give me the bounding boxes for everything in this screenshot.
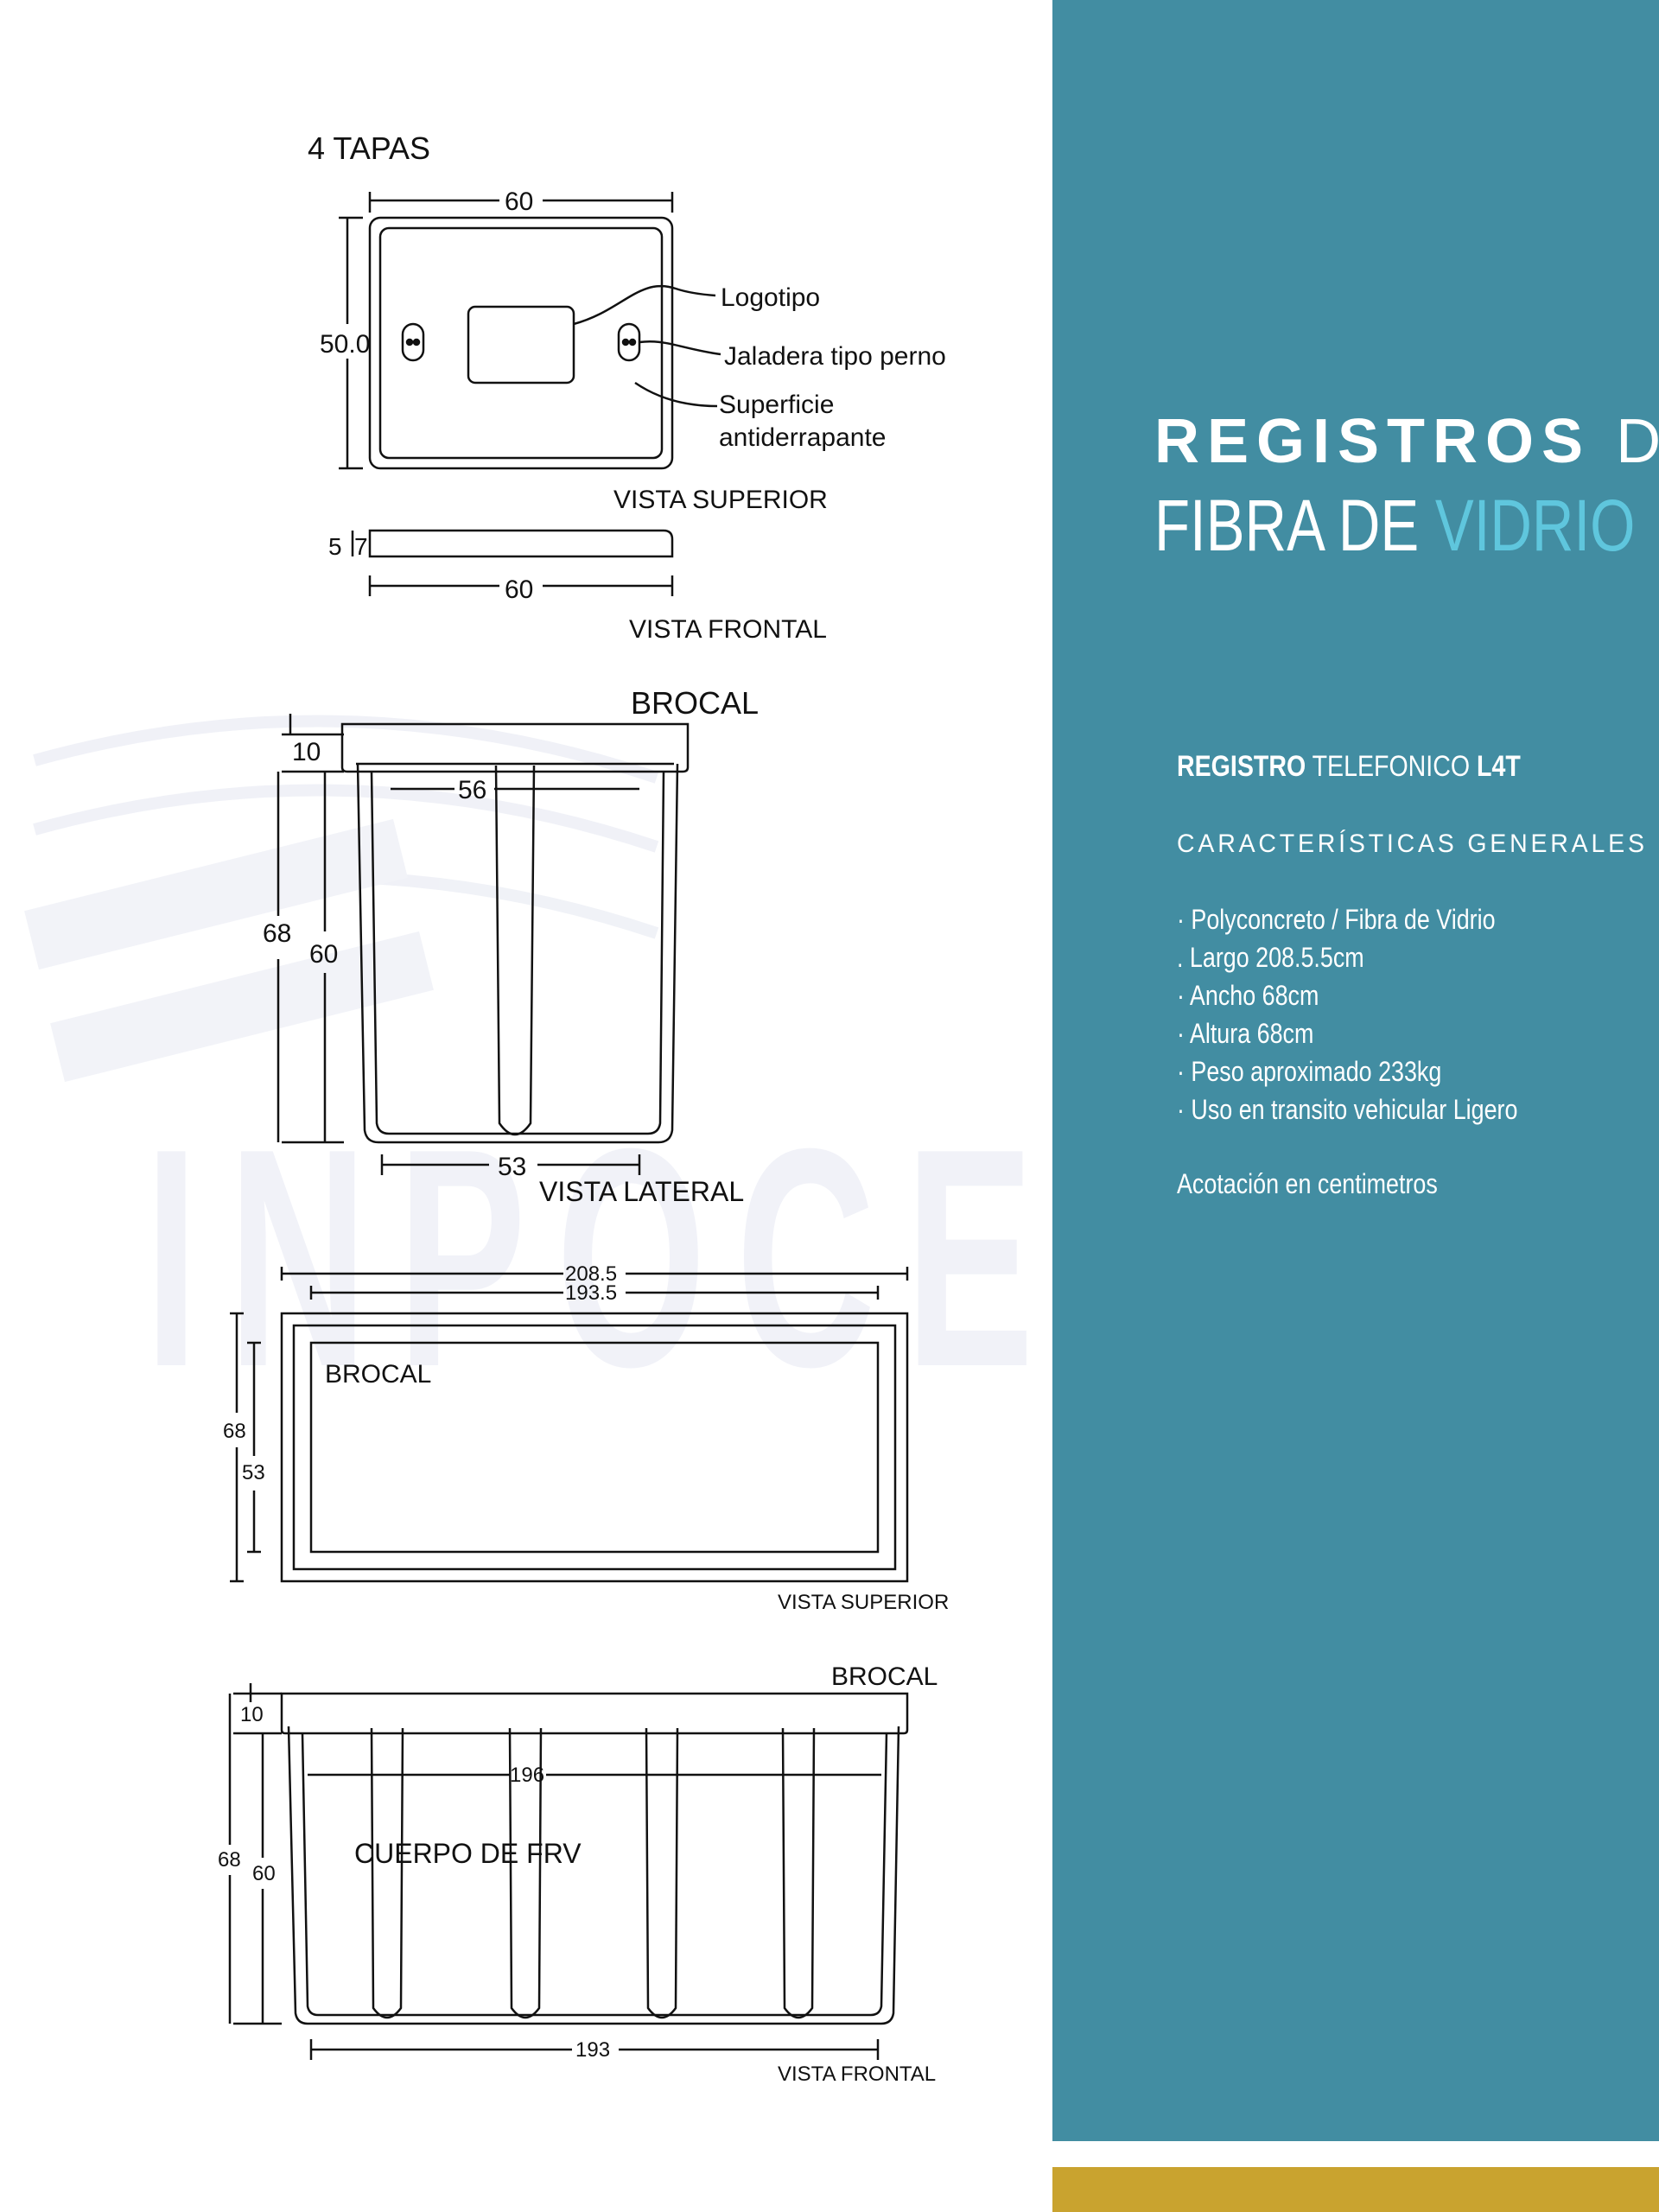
callout-logotipo: Logotipo [721,283,820,312]
technical-drawing: INPOCE [24,130,1034,2086]
callout-antiderrapante: antiderrapante [719,423,886,452]
frontal-brocal-label: BROCAL [831,1662,938,1691]
frontal-dim-196: 196 [510,1764,544,1787]
gold-footer-bar [1052,2167,1659,2212]
frontal-view [228,1683,909,2060]
frontal-dim-60: 60 [252,1862,276,1885]
tapas-front-width-dim: 60 [505,575,533,604]
section-caracteristicas: CARACTERÍSTICAS GENERALES [1177,830,1648,858]
superior-dim-2085: 208.5 [565,1262,617,1286]
spec-item: · Polyconcreto / Fibra de Vidrio [1177,904,1496,935]
superior-dim-68: 68 [223,1420,246,1443]
watermark-pipes-graphic [24,715,659,1083]
frontal-dim-193: 193 [575,2038,610,2062]
spec-item: . Largo 208.5.5cm [1177,942,1364,973]
frontal-dim-68: 68 [218,1848,241,1872]
superior-dim-53: 53 [242,1461,265,1484]
tapas-width-dim: 60 [505,188,533,216]
title-vidrio: VIDRIO [1434,485,1636,566]
callout-jaladera: Jaladera tipo perno [724,342,946,371]
superior-brocal-label: BROCAL [325,1360,431,1389]
product-registro: REGISTRO [1177,750,1306,783]
title-fibra-de: FIBRA DE [1154,485,1420,566]
tapas-front-dim-7: 7 [354,533,368,560]
product-model: L4T [1477,750,1521,783]
tapas-title: 4 TAPAS [308,130,430,166]
frontal-view-label: VISTA FRONTAL [778,2063,936,2086]
lateral-dim-53: 53 [498,1153,526,1181]
spec-item: · Peso aproximado 233kg [1177,1056,1442,1087]
lateral-dim-56: 56 [458,776,486,804]
tapas-view-top-label: VISTA SUPERIOR [613,486,828,514]
spec-item: · Uso en transito vehicular Ligero [1177,1094,1518,1125]
spec-item: · Altura 68cm [1177,1018,1314,1049]
info-panel [1052,0,1659,2141]
tapas-front-dim-5: 5 [328,533,342,560]
tapas-height-dim: 50.0 [320,330,370,359]
title-de: DE [1616,407,1659,476]
panel-title-line1: REGISTROS DE [1154,406,1659,477]
superior-view [230,1267,909,1583]
superior-view-label: VISTA SUPERIOR [778,1591,949,1614]
tapas-front-view [351,529,674,596]
spec-item: · Ancho 68cm [1177,980,1319,1011]
lateral-dim-60: 60 [309,940,338,969]
title-registros: REGISTROS [1154,407,1592,476]
frontal-dim-10: 10 [240,1703,264,1726]
product-telefonico: TELEFONICO [1312,750,1471,783]
tapas-top-view [339,192,721,470]
product-heading: REGISTRO TELEFONICO L4T [1177,750,1521,784]
tapas-view-front-label: VISTA FRONTAL [629,615,827,644]
superior-dim-1935: 193.5 [565,1281,617,1305]
lateral-dim-68: 68 [263,919,291,948]
units-note: Acotación en centimetros [1177,1168,1438,1199]
lateral-brocal-label: BROCAL [631,685,759,721]
lateral-view-label: VISTA LATERAL [539,1176,744,1207]
lateral-view [276,714,690,1175]
lateral-dim-10: 10 [292,738,321,766]
frontal-body-label: CUERPO DE FRV [354,1838,582,1869]
panel-title-line2: FIBRA DE VIDRIO [1154,484,1635,568]
callout-superficie: Superficie [719,391,834,419]
